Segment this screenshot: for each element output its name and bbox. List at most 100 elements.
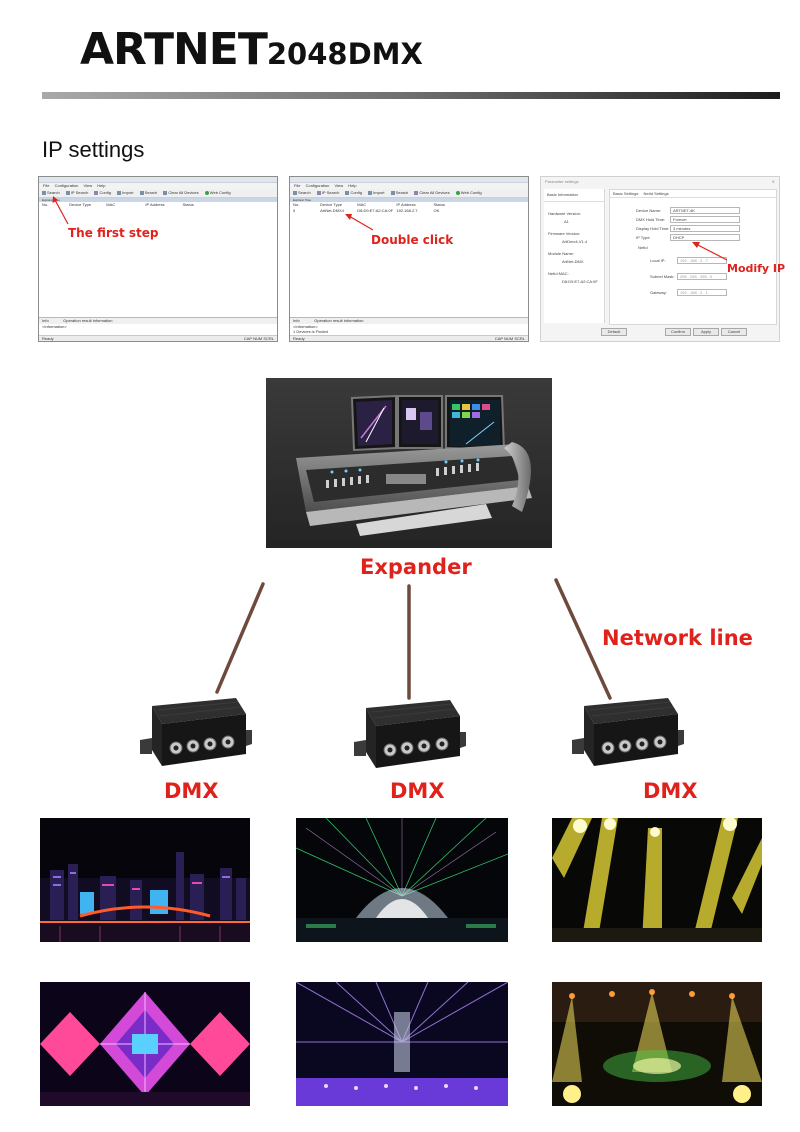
toolbar-config[interactable]: Config [99,190,111,195]
status-right: CAP NUM SCRL [243,336,274,341]
config-icon [94,190,99,195]
ip-search-icon [316,190,321,195]
confirm-button[interactable]: Confirm [665,328,691,336]
dialog-title: Parameter settings [545,179,579,184]
toolbar-search2[interactable]: Search [144,190,158,195]
info-list: Hardware Version: A1 Firmware Version: A… [544,202,604,287]
subnet-mask-field[interactable]: 255 . 255 . 255 . 0 [677,273,727,280]
section-title: IP settings [42,137,145,162]
toolbar-search[interactable]: Search [298,190,311,195]
fw-version-label: Firmware Version: [548,231,581,236]
title-suffix: 2048DMX [266,37,423,71]
photo-city-skyline [40,818,250,942]
col-status: Status [433,202,445,207]
display-hold-label: Display Hold Time: [636,226,670,231]
info-line: <Information> [293,324,318,329]
fw-version-value: ArtDmx4-V1.4 [562,239,588,244]
page-title: ARTNET2048DMX [80,24,423,75]
toolbar-web-config[interactable]: Web Config [460,190,482,195]
module-name-label: Module Name: [548,251,575,256]
import-icon [117,190,122,195]
dmx-label-left: DMX [164,779,219,803]
default-button[interactable]: Default [601,328,627,336]
toolbar: Search IP Search Config Import Search Cl… [290,189,528,198]
menu-file[interactable]: File [43,183,50,188]
annotation-first-step: The first step [68,226,159,240]
menu-help[interactable]: Help [348,183,357,188]
dmx-label-center: DMX [390,779,445,803]
screenshot-step1: File Configuration View Help Search IP S… [38,176,278,342]
tab-basic-settings[interactable]: Basic Settings [613,191,639,196]
ip-search-icon [65,190,70,195]
ip-type-select[interactable]: DHCP [670,234,740,241]
toolbar-config[interactable]: Config [350,190,362,195]
dialog-titlebar: Parameter settings ✕ [541,177,779,186]
menu-help[interactable]: Help [97,183,106,188]
col-device-type: Device Type [69,202,92,207]
header-divider [42,92,780,99]
menu-bar: File Configuration View Help [290,183,528,189]
basic-info-panel: Basic Information Hardware Version: A1 F… [544,189,605,323]
menu-view[interactable]: View [83,183,93,188]
network-cable-right [554,578,612,700]
info-header: Info Operation result information [39,318,277,324]
hw-version-value: A1 [564,219,569,224]
cell-mac: D8:D9:E7:A2:CA:0F [357,208,394,213]
menu-file[interactable]: File [294,183,301,188]
config-icon [345,190,350,195]
gateway-field[interactable]: 192 . 168 . 2 . 1 [677,289,727,296]
photo-stadium-lights [552,982,762,1106]
status-right: CAP NUM SCRL [494,336,525,341]
cancel-button[interactable]: Cancel [721,328,747,336]
menu-configuration[interactable]: Configuration [54,183,79,188]
dmx-node-left [140,698,252,766]
local-ip-field[interactable]: 192 . 168 . 2 . 7 [677,257,727,264]
close-icon[interactable]: ✕ [771,179,775,184]
expander-label: Expander [360,555,472,579]
dmx-node-right [572,698,684,766]
menu-view[interactable]: View [334,183,344,188]
info-panel: Info Operation result information <Infor… [39,317,277,335]
panel-title: Explorer Tree [290,198,528,202]
search-icon [293,190,297,195]
dmx-hold-label: DMX Hold Time: [636,217,666,222]
step3-arrow [692,242,728,261]
toolbar-clear[interactable]: Clear All Devices [419,190,450,195]
cell-status: OK [433,208,440,213]
settings-tabs: Basic Settings NetId Settings [610,190,776,198]
display-hold-select[interactable]: 3 minutes [670,225,740,232]
menu-bar: File Configuration View Help [39,183,277,189]
col-status: Status [182,202,194,207]
toolbar-web-config[interactable]: Web Config [209,190,231,195]
toolbar-import[interactable]: Import [122,190,134,195]
window-titlebar [39,177,277,183]
network-cables [215,578,612,700]
netid-label: NetId [638,245,648,250]
toolbar-clear[interactable]: Clear All Devices [168,190,199,195]
col-mac: MAC [106,202,116,207]
info-col-result: Operation result information [314,318,364,323]
screenshot-step2: File Configuration View Help Search IP S… [289,176,529,342]
step1-arrow [52,196,69,225]
col-device-type: Device Type [320,202,343,207]
title-main: ARTNET [80,24,268,75]
table-row[interactable]: 0 ArtNet-DMX4 D8:D9:E7:A2:CA:0F 192.168.… [290,208,528,214]
toolbar-import[interactable]: Import [373,190,385,195]
photo-purple-beams [296,982,508,1106]
toolbar-ip-search[interactable]: IP Search [70,190,89,195]
parameter-settings-dialog: Parameter settings ✕ Basic Information H… [540,176,780,342]
toolbar-ip-search[interactable]: IP Search [321,190,340,195]
basic-info-heading: Basic Information [544,189,604,202]
netid-mac-label: NetId MAC: [548,271,569,276]
menu-configuration[interactable]: Configuration [305,183,330,188]
lighting-console-illustration [266,378,552,548]
status-bar: Ready CAP NUM SCRL [39,335,277,341]
device-name-field[interactable]: ARTNET-4K [670,207,740,214]
tab-netid-settings[interactable]: NetId Settings [643,191,669,196]
photo-stage-led [40,982,250,1106]
toolbar: Search IP Search Config Import Search Cl… [39,189,277,198]
toolbar-search2[interactable]: Search [395,190,409,195]
dmx-hold-select[interactable]: Forever [670,216,740,223]
toolbar-search[interactable]: Search [47,190,60,195]
apply-button[interactable]: Apply [693,328,719,336]
